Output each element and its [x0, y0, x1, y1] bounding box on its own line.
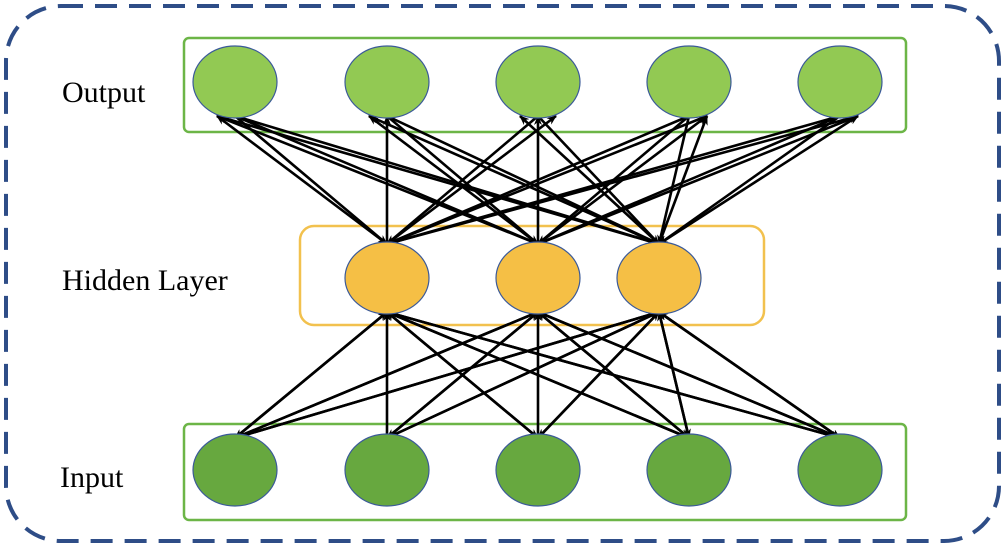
arrow-hidden-1-to-input-4	[386, 310, 690, 440]
arrow-hidden-2-to-input-1	[234, 310, 539, 440]
arrow-hidden-3-to-input-5	[658, 310, 841, 440]
hidden-node-3	[616, 241, 702, 315]
arrow-output-5-to-hidden-2	[537, 114, 841, 246]
hidden-layer-box	[298, 224, 766, 327]
input-node-1	[192, 433, 278, 507]
arrow-output-4-to-hidden-3	[657, 115, 691, 245]
arrow-output-4-to-hidden-1	[386, 114, 690, 246]
arrow-hidden-2-to-output-2	[368, 114, 539, 246]
output-node-2	[344, 45, 430, 119]
arrow-output-5-to-hidden-1	[386, 114, 841, 246]
output-layer-box	[182, 36, 908, 134]
arrow-output-2-to-hidden-3	[386, 114, 660, 246]
neuron-nodes	[192, 45, 883, 507]
output-node-4	[646, 45, 732, 119]
input-node-4	[646, 433, 732, 507]
arrow-hidden-3-to-input-3	[537, 311, 660, 439]
arrow-output-5-to-hidden-3	[658, 114, 841, 246]
arrow-hidden-2-to-input-5	[537, 310, 841, 440]
output-node-1	[192, 45, 278, 119]
input-node-2	[344, 433, 430, 507]
input-layer-label: Input	[60, 461, 124, 494]
arrow-hidden-1-to-output-1	[216, 114, 388, 246]
arrow-hidden-2-to-input-4	[537, 311, 690, 439]
arrow-output-3-to-hidden-3	[537, 115, 660, 245]
arrow-output-1-to-hidden-1	[234, 115, 388, 245]
arrow-hidden-3-to-input-4	[657, 311, 691, 439]
arrow-hidden-3-to-output-3	[519, 115, 660, 245]
outer-dashed-frame	[4, 4, 1001, 543]
arrow-hidden-3-to-input-1	[234, 310, 660, 440]
arrow-hidden-1-to-input-1	[234, 310, 388, 440]
arrow-hidden-3-to-input-2	[386, 310, 660, 440]
arrow-hidden-2-to-output-4	[537, 114, 708, 246]
arrow-hidden-1-to-output-3	[386, 114, 557, 246]
arrow-hidden-2-to-input-2	[386, 311, 539, 439]
arrow-output-1-to-hidden-2	[234, 114, 539, 246]
hidden-node-1	[344, 241, 430, 315]
arrow-output-3-to-hidden-1	[386, 115, 539, 245]
input-layer-box	[182, 422, 908, 522]
output-node-5	[797, 45, 883, 119]
output-layer-label: Output	[62, 76, 146, 109]
connection-arrows	[216, 114, 859, 440]
input-node-3	[495, 433, 581, 507]
hidden-layer-label: Hidden Layer	[62, 264, 228, 297]
hidden-node-2	[495, 241, 581, 315]
arrow-hidden-3-to-output-5	[658, 114, 859, 246]
arrow-hidden-3-to-output-4	[657, 115, 709, 245]
output-node-3	[495, 45, 581, 119]
input-node-5	[797, 433, 883, 507]
